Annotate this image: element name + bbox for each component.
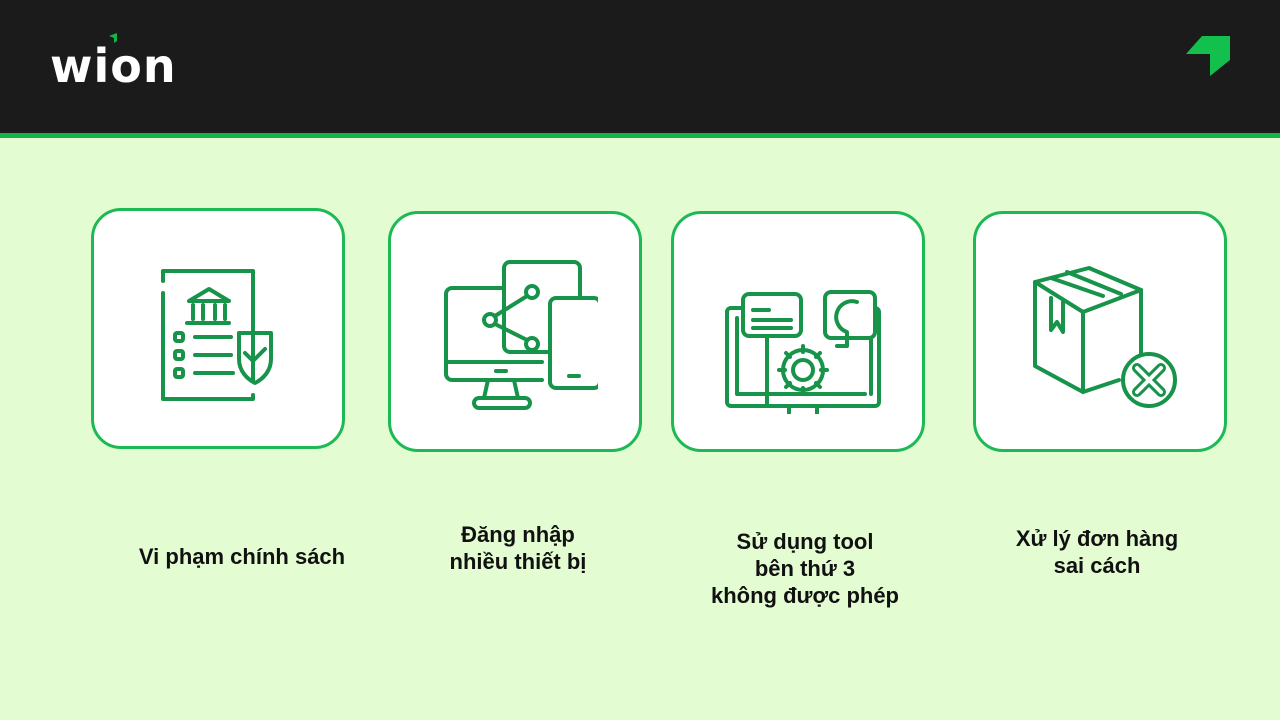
header-accent-stripe	[0, 133, 1280, 138]
wion-logo[interactable]: wion	[50, 30, 177, 90]
policy-document-shield-icon	[161, 269, 273, 401]
card-multi-device-login	[388, 211, 642, 452]
logo-text: wion	[50, 39, 177, 93]
arrow-up-right-icon	[1186, 36, 1230, 76]
logo-accent-icon	[109, 33, 117, 43]
card-order-mishandling	[973, 211, 1227, 452]
card-label-order-mishandling: Xử lý đơn hàng sai cách	[1015, 526, 1179, 578]
box-cancel-icon	[1033, 266, 1177, 408]
card-third-party-tool	[671, 211, 925, 452]
computer-tool-settings-icon	[725, 290, 881, 414]
card-policy-violation	[91, 208, 345, 449]
header-bar: wion	[0, 0, 1280, 133]
card-label-multi-device-login: Đăng nhập nhiều thiết bị	[449, 522, 587, 574]
card-label-policy-violation: Vi phạm chính sách	[138, 544, 346, 569]
card-label-third-party-tool: Sử dụng tool bên thứ 3 không được phép	[710, 529, 899, 608]
multi-device-share-icon	[444, 260, 598, 410]
